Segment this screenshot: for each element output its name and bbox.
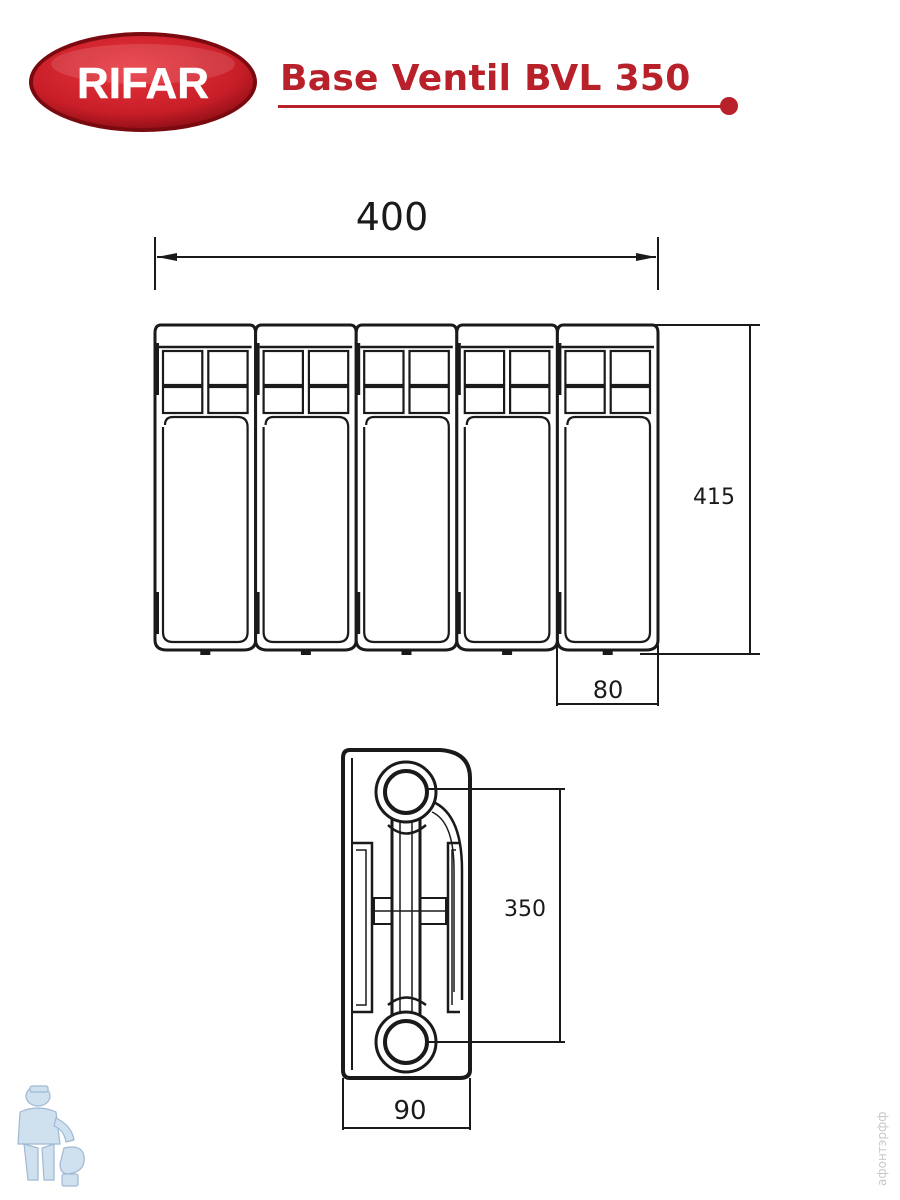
radiator-side-view [341, 748, 472, 1080]
height-label: 415 [693, 485, 735, 510]
radiator-section [555, 323, 660, 655]
section-width-label: 80 [593, 676, 624, 704]
axis-distance-dimension: 350 [428, 788, 565, 1043]
section-width-dimension: 80 [556, 640, 659, 706]
title-dot [720, 97, 738, 115]
width-dimension: 400 [154, 195, 659, 290]
logo-text: RIFAR [77, 59, 209, 108]
plumber-mascot-icon [17, 1085, 85, 1187]
radiator-front-view [153, 323, 660, 655]
page-title: Base Ventil BVL 350 [280, 58, 691, 99]
radiator-section [455, 323, 559, 655]
watermark-text: aфонтэрфф [875, 1111, 889, 1186]
height-dimension: 415 [640, 324, 760, 655]
rifar-logo: RIFAR [29, 32, 257, 132]
axis-distance-label: 350 [504, 897, 546, 922]
watermark: aфонтэрфф [875, 1111, 889, 1186]
depth-dimension: 90 [342, 1078, 471, 1130]
title-underline [278, 105, 730, 108]
width-label: 400 [356, 195, 429, 239]
radiator-section [153, 323, 258, 655]
radiator-section [254, 323, 358, 655]
depth-label: 90 [393, 1096, 426, 1126]
radiator-section [354, 323, 459, 655]
